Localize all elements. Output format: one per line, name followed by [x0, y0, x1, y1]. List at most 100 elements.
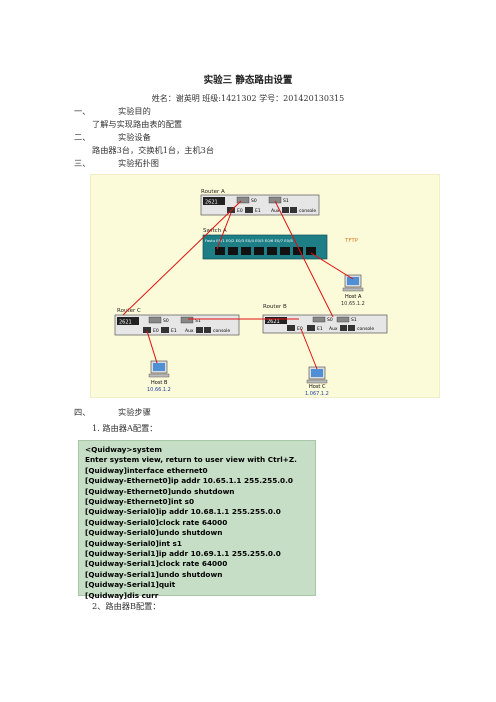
- link-router-b-host-c: [300, 328, 318, 370]
- router-a-console-screenshot: <Quidway>system Enter system view, retur…: [78, 440, 316, 600]
- page-title: 实验三 静态路由设置: [203, 75, 293, 86]
- topology-diagram: Router A 2621 S0 S1 E0 E1 Aux console Sw…: [90, 174, 440, 398]
- console-line: [Quidway]dis curr: [85, 590, 159, 600]
- router-c-s0-label: S0: [163, 318, 169, 324]
- router-a-s1-port: [268, 196, 282, 204]
- router-a-console-port: [290, 207, 297, 213]
- console-line: [Quidway]interface ethernet0: [85, 465, 208, 475]
- host-c-base: [306, 379, 328, 384]
- router-a-label: Router A: [201, 189, 225, 195]
- router-c-e0-label: E0: [153, 328, 159, 334]
- console-line: [Quidway-Serial0]clock rate 64000: [85, 517, 228, 527]
- link-switch-host-a: [310, 252, 354, 280]
- router-a-e1-port: [245, 207, 253, 213]
- router-c-e0-port: [143, 327, 151, 333]
- section-heading-topology: 三、 实验拓扑图: [74, 157, 159, 169]
- router-b-console-port: [348, 325, 355, 331]
- step-2-label: 2、路由器B配置：: [92, 601, 161, 611]
- section-heading-purpose: 一、 实验目的: [74, 105, 151, 117]
- router-c-e1-label: E1: [171, 328, 177, 334]
- host-a-screen: [347, 277, 359, 285]
- router-b-model-box: [265, 317, 287, 324]
- link-router-a-router-b: [274, 200, 334, 318]
- router-b-model: 2621: [267, 319, 280, 325]
- console-line: [Quidway-Serial0]undo shutdown: [85, 528, 223, 538]
- router-b-console-label: console: [357, 326, 374, 332]
- host-b: Host B 10.66.1.2: [147, 360, 171, 393]
- section-heading-equipment: 二、 实验设备: [74, 131, 151, 143]
- router-c-e1-port: [161, 327, 169, 333]
- host-c-screen: [311, 369, 323, 377]
- section-title: 实验设备: [118, 132, 151, 142]
- router-c-aux-label: Aux: [185, 328, 194, 334]
- router-b-e1-port: [307, 325, 315, 331]
- host-c-ip: 1.067.1.2: [305, 391, 329, 397]
- router-b-s1-label: S1: [351, 317, 357, 323]
- switch-a-ports: [215, 247, 316, 255]
- router-a-s1-label: S1: [283, 198, 289, 204]
- router-c: Router C 2621 S0 S1 E0 E1 Aux console: [114, 308, 240, 336]
- host-b-label: Host B: [151, 380, 168, 386]
- section-title: 实验目的: [118, 106, 151, 116]
- console-line: [Quidway-Serial0]int s1: [85, 538, 182, 548]
- router-a: Router A 2621 S0 S1 E0 E1 Aux console: [200, 189, 320, 216]
- router-c-s1-label: S1: [195, 318, 201, 324]
- section-number: 三、: [74, 158, 91, 168]
- console-line: Enter system view, return to user view w…: [85, 455, 297, 465]
- router-a-s0-port: [236, 196, 250, 204]
- console-line: [Quidway-Ethernet0]undo shutdown: [85, 486, 235, 496]
- section-number: 四、: [74, 407, 91, 417]
- router-b-s0-port: [312, 316, 326, 323]
- router-b-aux-port: [340, 325, 347, 331]
- host-a: TFTP Host A 10.65.1.2: [341, 238, 365, 307]
- router-b-label: Router B: [263, 304, 287, 310]
- host-b-ip: 10.66.1.2: [147, 387, 171, 393]
- host-b-screen: [153, 363, 165, 371]
- console-line: [Quidway-Serial1]clock rate 64000: [85, 559, 228, 569]
- console-line: [Quidway-Ethernet0]ip addr 10.65.1.1 255…: [85, 476, 293, 486]
- console-line: [Quidway-Serial1]quit: [85, 580, 176, 590]
- router-b-e0-port: [287, 325, 295, 331]
- step-1-label: 1. 路由器A配置：: [92, 423, 158, 433]
- router-a-model-box: [203, 197, 225, 205]
- topology-svg: Router A 2621 S0 S1 E0 E1 Aux console Sw…: [114, 189, 388, 397]
- router-a-model: 2621: [205, 200, 218, 206]
- network-links: [122, 200, 354, 370]
- router-c-aux-port: [196, 327, 203, 333]
- router-b-s0-label: S0: [327, 317, 333, 323]
- router-b-e1-label: E1: [317, 326, 323, 332]
- switch-a: Switch A Fastu E0/1 E0/2 E0/3 E0/4 E0/5 …: [202, 228, 328, 260]
- link-router-a-router-c: [122, 200, 242, 316]
- router-c-console-port: [204, 327, 211, 333]
- section-title: 实验拓扑图: [118, 158, 159, 168]
- console-line: <Quidway>system: [85, 445, 163, 454]
- router-b-e0-label: E0: [297, 326, 303, 332]
- link-router-a-switch: [216, 212, 232, 250]
- router-a-s0-label: S0: [251, 198, 257, 204]
- console-line: [Quidway-Ethernet0]int s0: [85, 497, 195, 507]
- section-title: 实验步骤: [118, 407, 151, 417]
- router-b-s1-port: [336, 316, 350, 323]
- host-b-base: [148, 373, 170, 378]
- host-a-base: [342, 287, 364, 292]
- router-c-label: Router C: [117, 308, 141, 314]
- router-c-s0-port: [148, 316, 162, 324]
- router-a-aux-port: [282, 207, 289, 213]
- host-c: Host C 1.067.1.2: [305, 366, 329, 397]
- router-c-s1-port: [180, 316, 194, 324]
- router-a-e1-label: E1: [255, 208, 261, 214]
- router-b-aux-label: Aux: [329, 326, 338, 332]
- host-a-label: Host A: [345, 294, 362, 300]
- console-line: [Quidway-Serial0]ip addr 10.68.1.1 255.2…: [85, 507, 281, 517]
- tftp-label: TFTP: [344, 238, 359, 244]
- section-heading-steps: 四、 实验步骤: [74, 406, 151, 418]
- router-c-model: 2621: [119, 320, 132, 326]
- purpose-text: 了解与实现路由表的配置: [92, 119, 183, 129]
- router-c-model-box: [117, 317, 139, 325]
- router-c-console-label: console: [213, 328, 230, 334]
- section-number: 二、: [74, 132, 91, 142]
- host-c-label: Host C: [309, 384, 326, 390]
- section-number: 一、: [74, 106, 91, 116]
- equipment-text: 路由器3台，交换机1台，主机3台: [92, 145, 215, 155]
- router-a-console-label: console: [299, 208, 316, 214]
